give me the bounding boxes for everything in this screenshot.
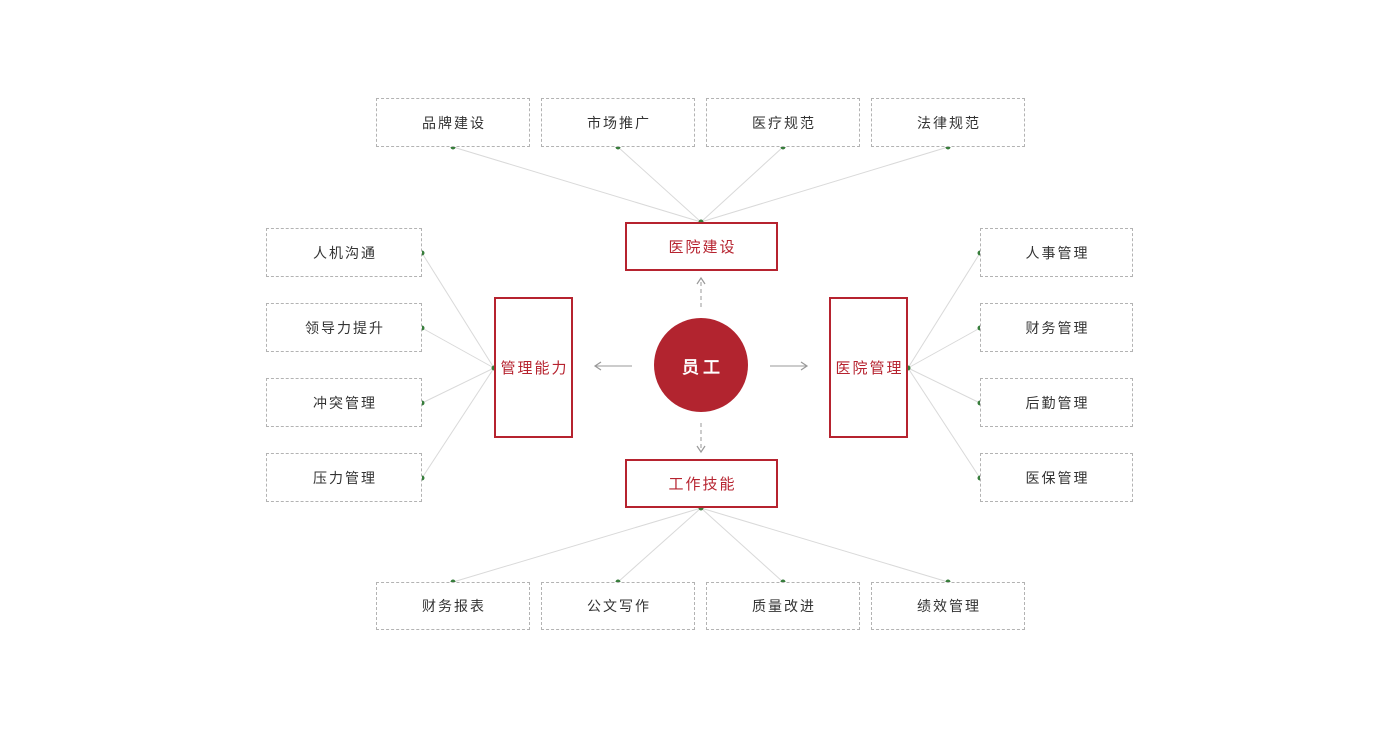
connector-line [907, 367, 981, 404]
connector-line [907, 252, 981, 369]
node-brand-building: 品牌建设 [376, 98, 530, 147]
node-official-writing: 公文写作 [541, 582, 695, 630]
connector-line [421, 327, 495, 369]
hub-management-ability: 管理能力 [494, 297, 573, 438]
connector-line [617, 507, 702, 583]
fan-lines-top [452, 146, 949, 223]
connector-line [907, 367, 981, 479]
connector-line [617, 146, 702, 223]
connector-line [452, 507, 702, 583]
connector-line [421, 367, 495, 479]
hub-hospital-construction: 医院建设 [625, 222, 778, 271]
node-legal-standards: 法律规范 [871, 98, 1025, 147]
fan-lines-left [421, 252, 495, 479]
connector-line [421, 367, 495, 404]
hub-work-skills: 工作技能 [625, 459, 778, 508]
node-interpersonal-communication: 人机沟通 [266, 228, 422, 277]
node-performance-management: 绩效管理 [871, 582, 1025, 630]
node-insurance-management: 医保管理 [980, 453, 1133, 502]
hub-hospital-management: 医院管理 [829, 297, 908, 438]
connector-line [700, 146, 784, 223]
fan-lines-bottom [452, 507, 949, 583]
node-hr-management: 人事管理 [980, 228, 1133, 277]
node-financial-reports: 财务报表 [376, 582, 530, 630]
connector-line [452, 146, 702, 223]
connector-line [700, 507, 949, 583]
connector-line [907, 327, 981, 369]
connector-line [421, 252, 495, 369]
fan-lines-right [907, 252, 981, 479]
node-stress-management: 压力管理 [266, 453, 422, 502]
node-leadership-improvement: 领导力提升 [266, 303, 422, 352]
node-conflict-management: 冲突管理 [266, 378, 422, 427]
node-logistics-management: 后勤管理 [980, 378, 1133, 427]
connector-line [700, 146, 949, 223]
connector-line [700, 507, 784, 583]
node-quality-improvement: 质量改进 [706, 582, 860, 630]
node-finance-management: 财务管理 [980, 303, 1133, 352]
center-node-employee: 员工 [654, 318, 748, 412]
node-market-promotion: 市场推广 [541, 98, 695, 147]
node-medical-standards: 医疗规范 [706, 98, 860, 147]
